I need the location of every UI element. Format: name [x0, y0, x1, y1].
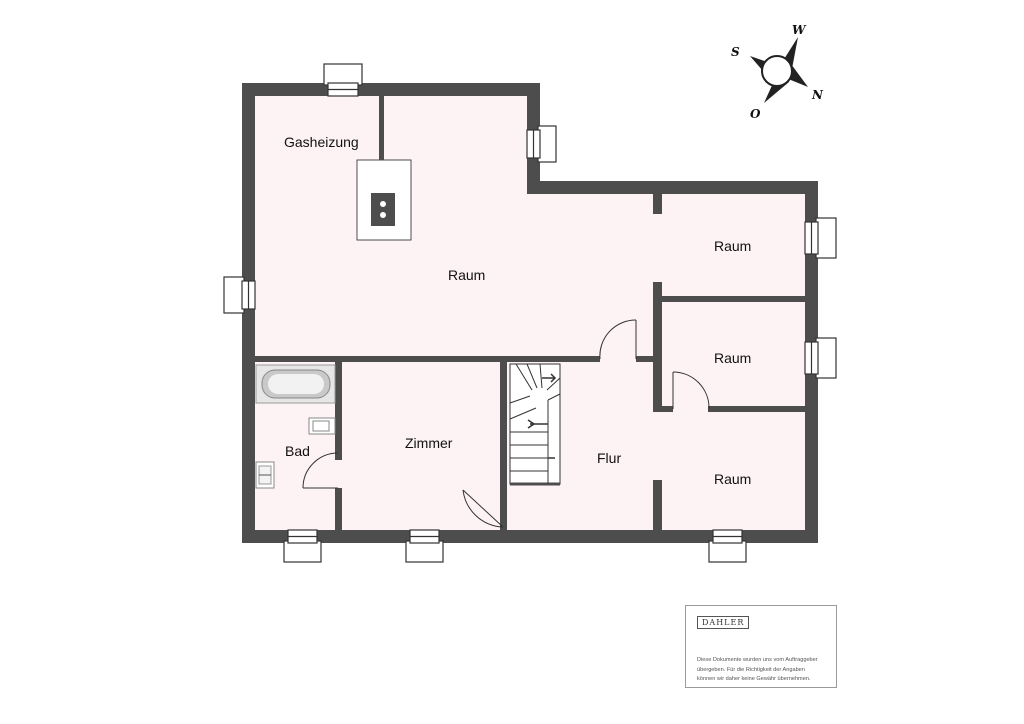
window-east-ne [804, 217, 837, 259]
door-raum-e [672, 371, 710, 410]
room-label-bad: Bad [285, 443, 310, 459]
compass-letter-o: O [750, 107, 761, 121]
door-bad [302, 452, 339, 489]
compass-letter-s: S [731, 45, 740, 59]
window-east-e [804, 337, 837, 379]
room-label-raum-ne: Raum [714, 238, 751, 254]
window-top [323, 63, 363, 97]
window-bottom-raum [708, 529, 747, 563]
disclaimer-box: DAHLER Diese Dokumente wurden uns vom Au… [685, 605, 837, 688]
window-bottom-zimmer [405, 529, 444, 563]
room-label-raum-se: Raum [714, 471, 751, 487]
brand-logo: DAHLER [697, 616, 750, 629]
gas-heater [356, 159, 412, 241]
sink [255, 461, 275, 489]
door-raum-flur [599, 319, 637, 360]
room-label-gasheizung: Gasheizung [284, 134, 359, 150]
window-west [223, 276, 256, 314]
compass-icon: W S N O [731, 23, 824, 121]
toilet [308, 417, 336, 435]
room-label-raum-e: Raum [714, 350, 751, 366]
window-east-upper [526, 125, 557, 163]
staircase [509, 363, 561, 486]
compass-letter-w: W [792, 23, 807, 37]
compass-letter-n: N [811, 88, 824, 102]
disclaimer-line: können wir daher keine Gewähr übernehmen… [697, 676, 811, 682]
door-zimmer [462, 489, 504, 528]
room-label-zimmer: Zimmer [405, 435, 453, 451]
windows [223, 63, 837, 563]
bathtub [255, 364, 336, 404]
doors [302, 319, 710, 528]
room-label-raum-main: Raum [448, 267, 485, 283]
disclaimer-line: Diese Dokumente wurden uns vom Auftragge… [697, 657, 818, 663]
window-bottom-bad [283, 529, 322, 563]
room-label-flur: Flur [597, 450, 621, 466]
disclaimer-line: übergeben. Für die Richtigkeit der Angab… [697, 666, 805, 673]
disclaimer-text: Diese Dokumente wurden uns vom Auftragge… [697, 656, 833, 685]
interior-walls [255, 96, 805, 530]
